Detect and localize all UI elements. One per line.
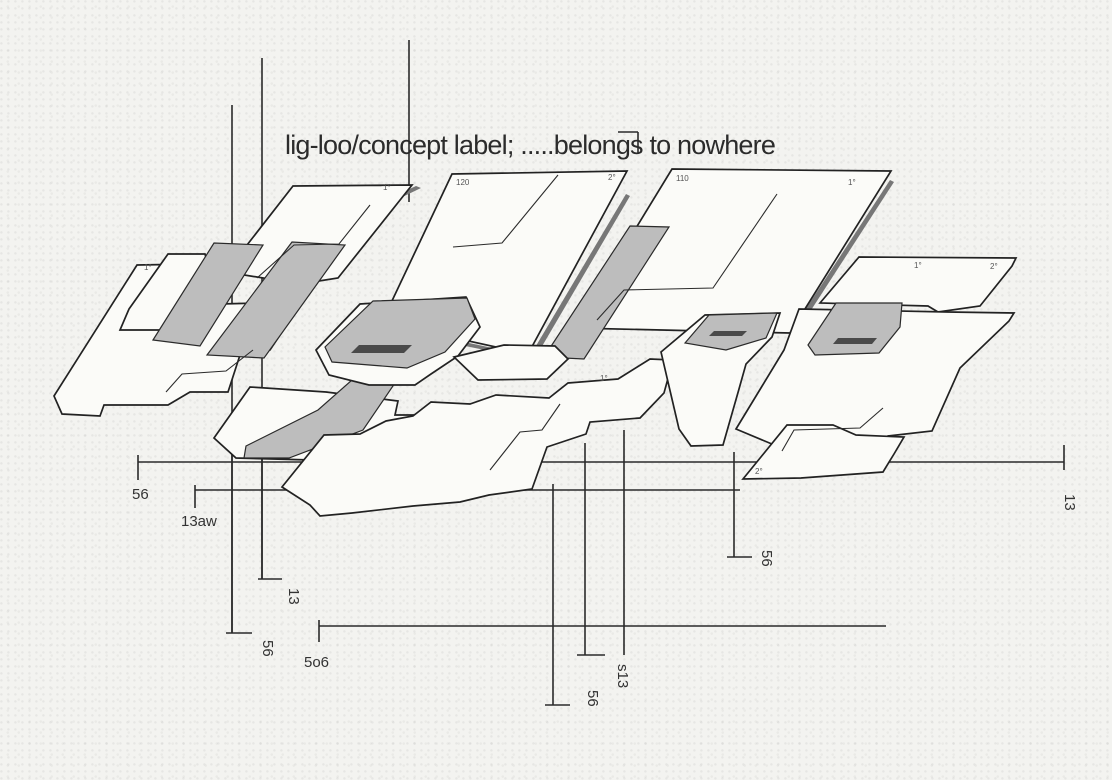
right-core-slot [833, 338, 877, 344]
diagram-title: lig-loo/concept label; .....belongs to n… [285, 130, 776, 160]
upper-plate-right-shadow [790, 180, 894, 338]
lower-right-seam [781, 407, 884, 452]
left-hatched-bar-1 [151, 242, 265, 347]
dimension-label-center-56: 56 [584, 690, 601, 707]
dimension-label-13aw: 13aw [181, 513, 217, 530]
plate-mark-2: 120 [456, 178, 470, 187]
right-bottom-plate [741, 424, 906, 480]
center-bridge [452, 344, 570, 381]
right-top-plate [818, 256, 1018, 313]
plate-mark-6: 1° [144, 263, 152, 272]
plate-mark-3: 2° [608, 173, 616, 182]
dimension-label-506: 5o6 [304, 654, 329, 671]
center-right-hatched-strip [542, 225, 671, 360]
dimension-label-13-vertical: 13 [285, 588, 302, 605]
plate-mark-1: 1° [383, 183, 391, 192]
plate-mark-7: 1° [914, 261, 922, 270]
plate-mark-4: 110 [676, 174, 689, 183]
dimension-label-56-vertical: 56 [259, 640, 276, 657]
upper-right-seam [596, 193, 778, 321]
upper-left-seam [256, 204, 371, 279]
dimension-label-center-s13: s13 [614, 664, 631, 688]
plate-mark-5: 1° [848, 178, 856, 187]
plate-mark-8: 2° [990, 262, 998, 271]
center-core-slot [351, 345, 412, 353]
dimension-label-56-left: 56 [132, 486, 149, 503]
upper-plate-mid-shadow [380, 194, 630, 360]
lower-left-seam [165, 349, 254, 393]
plate-mark-9: 1° [600, 374, 608, 383]
left-hatched-tongue [243, 379, 399, 459]
left-hatched-bar-2 [205, 241, 347, 359]
center-low-plate [280, 358, 675, 517]
right-hatched-pad [807, 302, 903, 356]
plate-mark-10: 2° [755, 467, 763, 476]
upper-mid-seam [452, 174, 559, 248]
right-center-core [709, 331, 747, 336]
dimension-label-right-56: 56 [758, 550, 775, 567]
lower-center-seam [489, 403, 561, 471]
dimension-label-13-right: 13 [1061, 494, 1078, 511]
